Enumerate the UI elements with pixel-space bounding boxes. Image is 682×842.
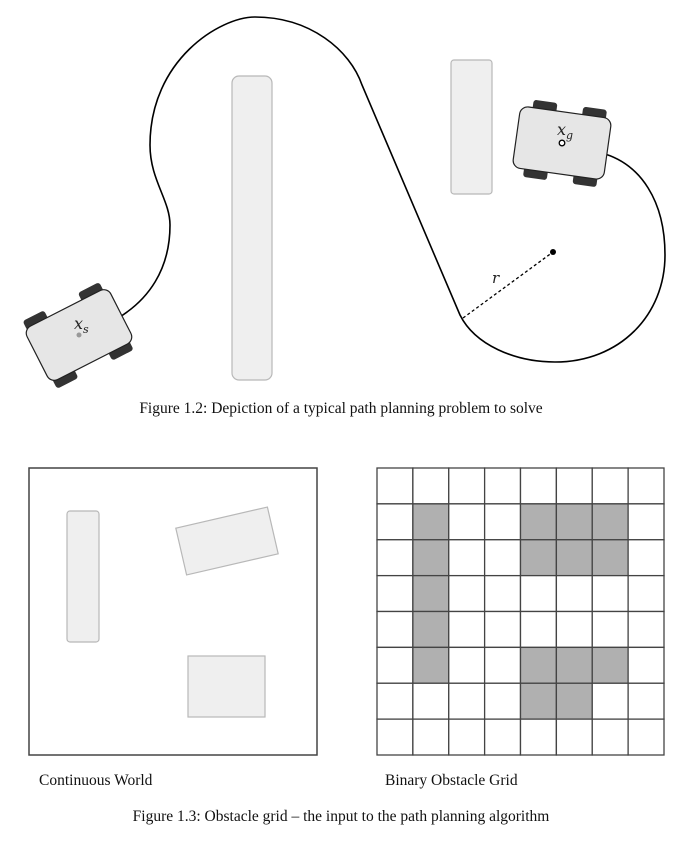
grid-cell-free <box>627 574 665 613</box>
path-planning-diagram: r xs xg <box>23 16 666 388</box>
grid-cell-free <box>555 610 593 649</box>
figure-1-2-caption: Figure 1.2: Depiction of a typical path … <box>139 400 543 417</box>
grid-cell-occupied <box>519 503 558 541</box>
figure-1-3-caption: Figure 1.3: Obstacle grid – the input to… <box>132 808 550 825</box>
grid-cell-free <box>412 682 450 720</box>
grid-cell-occupied <box>412 574 450 613</box>
planned-path <box>117 16 666 363</box>
continuous-world-panel <box>28 467 318 756</box>
grid-cell-free <box>448 539 486 577</box>
grid-cell-free <box>483 610 522 649</box>
obstacle-short-right <box>450 59 493 195</box>
grid-cell-free <box>376 574 414 613</box>
grid-cell-occupied <box>519 646 558 684</box>
grid-cell-free <box>627 646 665 684</box>
grid-cell-free <box>483 682 522 720</box>
grid-cell-free <box>376 682 414 720</box>
grid-cell-free <box>627 682 665 720</box>
wheel <box>108 341 133 360</box>
grid-cell-free <box>591 574 629 613</box>
grid-cell-free <box>448 646 486 684</box>
grid-cell-free <box>483 467 522 505</box>
grid-cell-free <box>627 539 665 577</box>
start-point <box>76 332 82 338</box>
grid-cell-free <box>627 610 665 649</box>
start-subscript: s <box>83 323 89 336</box>
grid-cell-occupied <box>412 539 450 577</box>
grid-cell-occupied <box>519 539 558 577</box>
grid-cell-free <box>627 718 665 756</box>
start-label: xs <box>74 314 89 336</box>
grid-cell-free <box>448 503 486 541</box>
goal-label: xg <box>557 120 573 142</box>
grid-cell-occupied <box>555 503 593 541</box>
turn-radius-line <box>462 251 554 319</box>
grid-cell-free <box>591 682 629 720</box>
continuous-world-label: Continuous World <box>39 772 153 789</box>
grid-cell-occupied <box>519 682 558 720</box>
grid-cell-free <box>555 574 593 613</box>
grid-cell-free <box>448 718 486 756</box>
obstacle-tall-left <box>231 75 273 381</box>
grid-cell-free <box>376 539 414 577</box>
grid-cell-free <box>412 718 450 756</box>
wheel <box>53 369 78 388</box>
grid-cell-free <box>448 467 486 505</box>
grid-cell-occupied <box>555 646 593 684</box>
grid-cell-free <box>519 718 558 756</box>
binary-grid-label: Binary Obstacle Grid <box>385 772 518 789</box>
grid-cell-free <box>376 503 414 541</box>
world-obstacle-square <box>187 655 266 718</box>
grid-cell-free <box>448 610 486 649</box>
grid-cell-free <box>483 503 522 541</box>
grid-cell-free <box>591 610 629 649</box>
grid-cell-free <box>448 574 486 613</box>
grid-cell-occupied <box>412 646 450 684</box>
grid-cell-free <box>376 718 414 756</box>
grid-cell-free <box>483 574 522 613</box>
grid-cell-free <box>483 646 522 684</box>
grid-cell-occupied <box>591 539 629 577</box>
goal-point <box>558 139 566 147</box>
grid-cell-free <box>376 646 414 684</box>
wheel <box>23 311 48 330</box>
grid-cell-free <box>448 682 486 720</box>
turn-center-point <box>550 249 556 255</box>
grid-cell-free <box>483 718 522 756</box>
grid-cell-free <box>627 503 665 541</box>
grid-cell-occupied <box>591 646 629 684</box>
grid-cell-occupied <box>412 503 450 541</box>
grid-cell-occupied <box>412 610 450 649</box>
grid-cell-free <box>591 467 629 505</box>
grid-cell-free <box>591 718 629 756</box>
radius-label: r <box>492 269 500 287</box>
grid-cell-free <box>519 610 558 649</box>
grid-cell-occupied <box>591 503 629 541</box>
grid-cell-free <box>376 467 414 505</box>
grid-cell-free <box>376 610 414 649</box>
grid-cell-free <box>519 574 558 613</box>
world-obstacle-tilted <box>175 506 279 576</box>
grid-cell-free <box>555 467 593 505</box>
tilted-rect <box>175 506 279 576</box>
binary-obstacle-grid <box>376 467 665 756</box>
grid-cell-free <box>483 539 522 577</box>
grid-cell-free <box>627 467 665 505</box>
grid-cell-free <box>555 718 593 756</box>
wheel <box>78 283 104 302</box>
grid-cell-occupied <box>555 682 593 720</box>
grid-cell-occupied <box>555 539 593 577</box>
goal-subscript: g <box>566 129 573 142</box>
grid-cell-free <box>519 467 558 505</box>
grid-cell-free <box>412 467 450 505</box>
world-obstacle-tall <box>66 510 100 643</box>
